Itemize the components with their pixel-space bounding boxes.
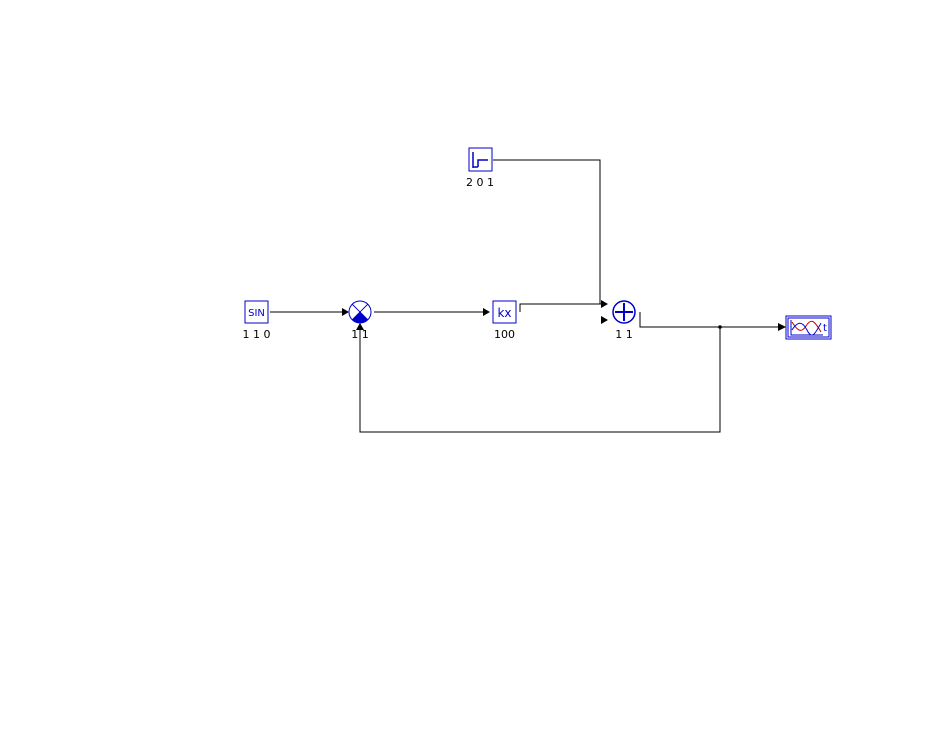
step-block[interactable]: 2 0 1 (466, 147, 494, 189)
scope-trace-blue (791, 322, 822, 336)
wire-feedback[interactable] (359, 327, 721, 433)
wire-step-to-summer[interactable] (493, 159, 601, 304)
summer-block-label: 1 1 (615, 328, 633, 341)
scope-trace-red (791, 320, 822, 333)
comparator-block-label: 1 1 (351, 328, 369, 341)
scope-display-icon (785, 315, 832, 340)
sine-source-icon (244, 300, 269, 324)
sine-block-label: 1 1 0 (243, 328, 271, 341)
sine-block-glyph: SIN (248, 308, 265, 319)
sine-block[interactable]: SIN 1 1 0 (243, 300, 271, 341)
arrow-into-scope (778, 323, 786, 331)
arrow-into-gain (483, 308, 490, 316)
wire-summer-to-scope[interactable] (639, 312, 778, 328)
summer-block[interactable]: 1 1 (612, 300, 636, 341)
gain-icon (492, 300, 517, 324)
scope-inner-frame (787, 317, 830, 338)
gain-block-label: 100 (494, 328, 515, 341)
wires (270, 159, 786, 433)
scope-block[interactable]: t (785, 315, 832, 340)
scope-block-glyph: t (823, 323, 827, 334)
step-block-label: 2 0 1 (466, 176, 494, 189)
arrow-into-summer-bottom (601, 316, 608, 324)
comparator-block[interactable]: 1 1 (348, 300, 372, 341)
arrow-into-comparator-bottom (356, 323, 364, 330)
comparator-cross-2 (351, 303, 369, 321)
gain-block-glyph: kx (497, 306, 511, 320)
arrow-into-comparator (342, 308, 349, 316)
arrow-into-summer-top (601, 300, 608, 308)
step-glyph (472, 152, 488, 168)
gain-block[interactable]: kx 100 (492, 300, 517, 341)
comparator-filled-sector (352, 312, 368, 324)
wire-gain-to-summer[interactable] (519, 303, 602, 312)
